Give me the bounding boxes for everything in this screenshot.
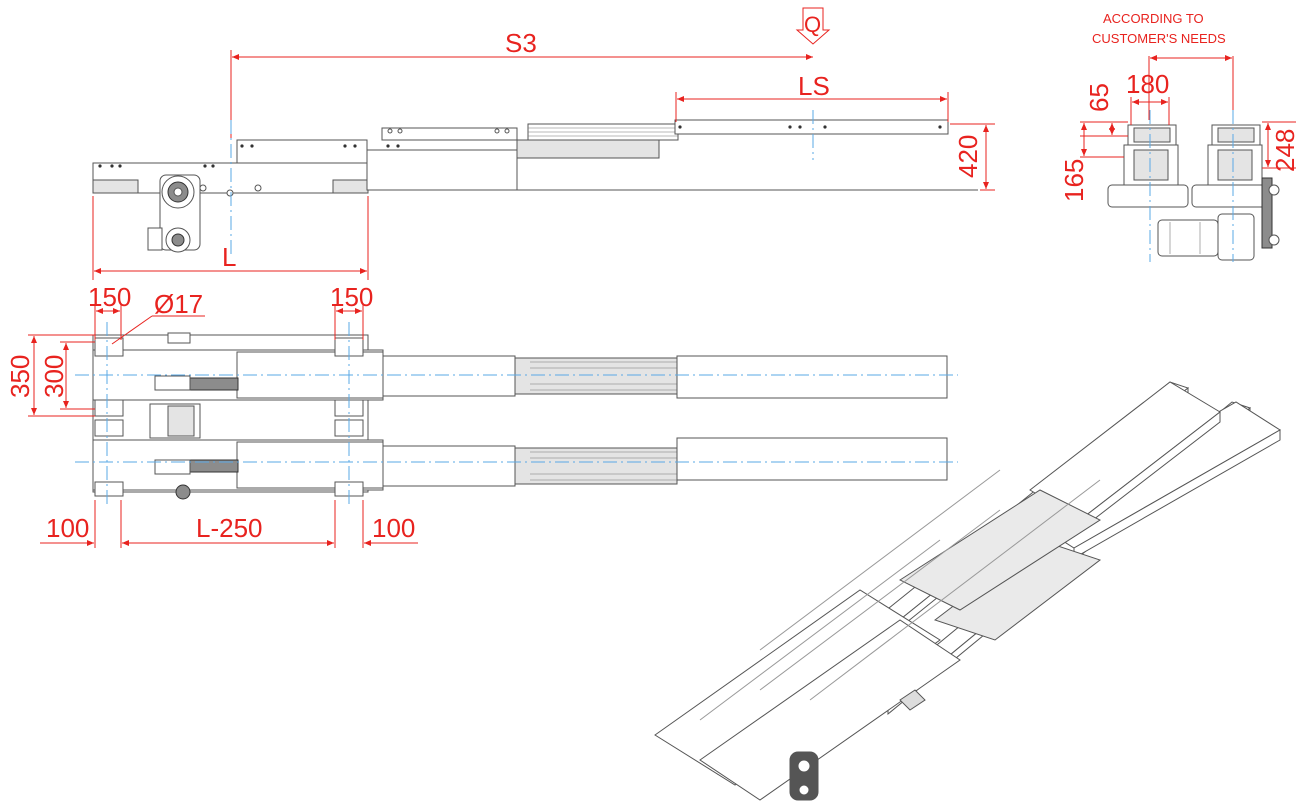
w350-label: 350: [5, 355, 35, 398]
w248-label: 248: [1270, 129, 1296, 172]
w150-left-label: 150: [88, 282, 131, 312]
top-view: [92, 332, 948, 500]
q-load-arrow: Q: [795, 7, 831, 45]
w65-label: 65: [1084, 83, 1114, 112]
side-view: [92, 119, 978, 253]
top-view-dimensions: 150 150 Ø17 350 300 100 L-250 100: [5, 282, 418, 548]
s3-label: S3: [505, 28, 537, 58]
side-view-dimensions: S3 Q LS 420 L: [92, 7, 995, 280]
end-view: ACCORDING TO CUSTOMER'S NEEDS 180 65: [1059, 11, 1296, 261]
according-line1: ACCORDING TO: [1103, 11, 1204, 26]
l250-label: L-250: [196, 513, 263, 543]
dia17-label: Ø17: [154, 289, 203, 319]
w100-right-label: 100: [372, 513, 415, 543]
w180-label: 180: [1126, 69, 1169, 99]
isometric-view: [654, 381, 1281, 801]
h420-label: 420: [953, 135, 983, 178]
q-label: Q: [804, 12, 821, 37]
l-label: L: [222, 242, 236, 272]
according-line2: CUSTOMER'S NEEDS: [1092, 31, 1226, 46]
w165-label: 165: [1059, 159, 1089, 202]
w150-right-label: 150: [330, 282, 373, 312]
w300-label: 300: [39, 355, 69, 398]
w100-left-label: 100: [46, 513, 89, 543]
ls-label: LS: [798, 71, 830, 101]
